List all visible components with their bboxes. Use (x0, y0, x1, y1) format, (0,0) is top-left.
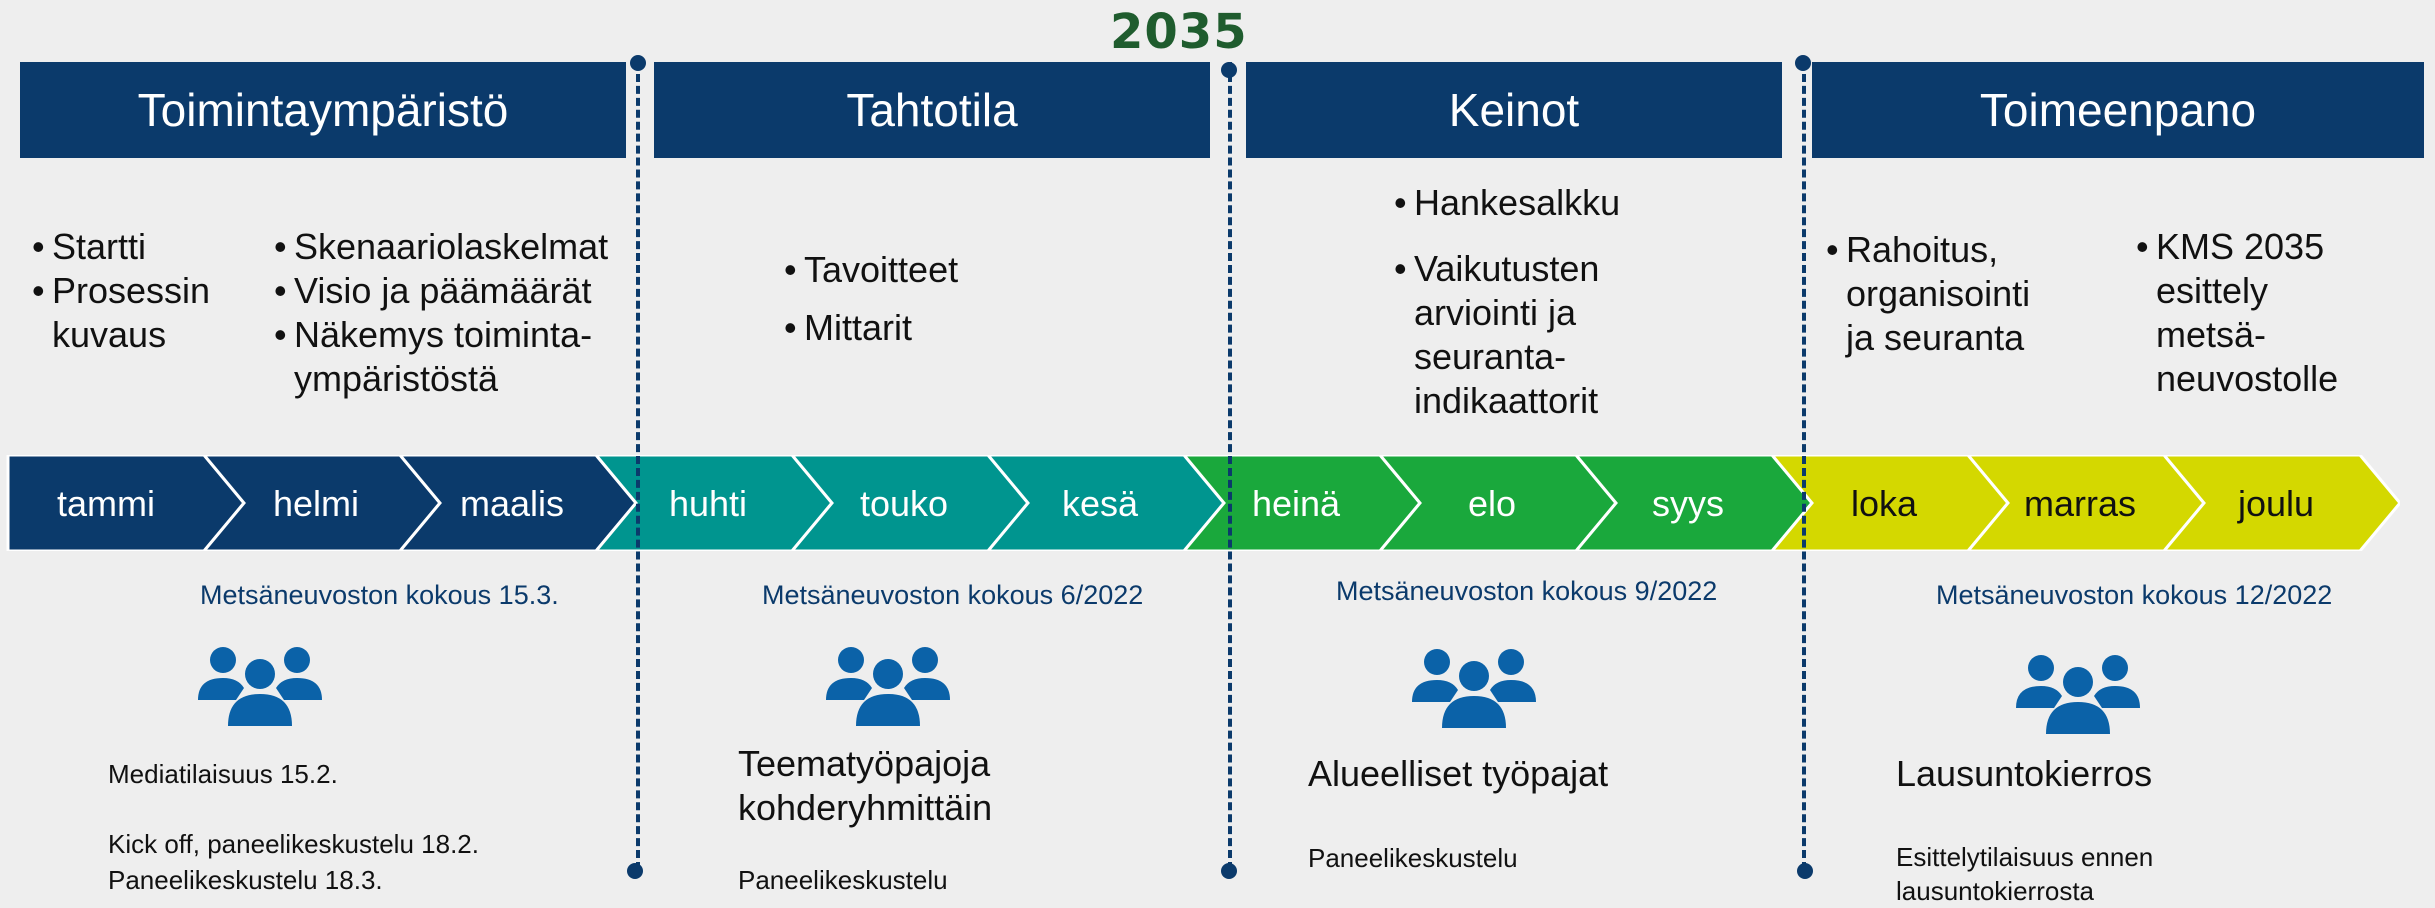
month-label-huhti: huhti (669, 483, 747, 524)
month-label-maalis: maalis (460, 483, 564, 524)
bullet-item: Tavoitteet (784, 241, 1084, 299)
divider-dot (627, 863, 643, 879)
bullet-item: Startti (32, 225, 252, 269)
meeting-label-2: Metsäneuvoston kokous 6/2022 (762, 580, 1144, 610)
people-group-icon (1412, 649, 1536, 728)
month-label-elo: elo (1468, 483, 1516, 524)
phase-divider-2 (1228, 62, 1232, 870)
meeting-label-1: Metsäneuvoston kokous 15.3. (200, 580, 559, 610)
divider-dot (1221, 62, 1237, 78)
note-kick-off: Kick off, paneelikeskustelu 18.2. (108, 829, 479, 859)
month-label-marras: marras (2024, 483, 2136, 524)
month-label-touko: touko (860, 483, 948, 524)
phase-header-keinot: Keinot (1246, 62, 1782, 158)
phase-divider-1 (636, 62, 640, 870)
month-label-syys: syys (1652, 483, 1724, 524)
month-chevron-joulu (2162, 455, 2400, 551)
people-group-icon (198, 647, 322, 726)
phase-header-toimeenpano: Toimeenpano (1812, 62, 2424, 158)
bullet-item: Näkemys toiminta-ympäristöstä (274, 313, 634, 401)
note-esittelytilaisuus: Esittelytilaisuus ennen lausuntokierrost… (1896, 842, 2154, 906)
note-paneelikeskustelu-2: Paneelikeskustelu (738, 865, 948, 895)
note-paneelikeskustelu-3: Paneelikeskustelu (1308, 843, 1518, 873)
note-mediatilaisuus: Mediatilaisuus 15.2. (108, 759, 338, 789)
phase2-bullets: Tavoitteet Mittarit (784, 241, 1084, 357)
phase-divider-3 (1802, 62, 1806, 870)
bullet-item: Prosessin kuvaus (32, 269, 252, 357)
month-label-kesä: kesä (1062, 483, 1139, 524)
month-chevron-maalis (398, 455, 638, 551)
divider-dot (1797, 863, 1813, 879)
logo-2035: 2035 (1110, 4, 1248, 60)
bullet-item: Rahoitus, organisointi ja seuranta (1826, 228, 2056, 360)
month-chevron-touko (790, 455, 1030, 551)
month-label-heinä: heinä (1252, 483, 1341, 524)
phase4-bullets-a: Rahoitus, organisointi ja seuranta (1826, 228, 2056, 360)
bullet-item: Vaikutusten arviointi ja seuranta-indika… (1394, 247, 1644, 423)
note-alueelliset-tyopajat: Alueelliset työpajat (1308, 753, 1609, 794)
phase-header-toimintaymparisto: Toimintaympäristö (20, 62, 626, 158)
month-label-helmi: helmi (273, 483, 359, 524)
meeting-label-4: Metsäneuvoston kokous 12/2022 (1936, 580, 2333, 610)
month-label-joulu: joulu (2237, 483, 2314, 524)
month-chevron-loka (1770, 455, 2010, 551)
phase4-bullets-b: KMS 2035 esittely metsä-neuvostolle (2136, 225, 2386, 401)
month-chevron-syys (1574, 455, 1814, 551)
month-timeline: tammi helmi maalis huhti touko kesä heinä elo sy… (6, 455, 2400, 551)
people-group-icon (2016, 655, 2140, 734)
phase-header-tahtotila: Tahtotila (654, 62, 1210, 158)
divider-dot (1221, 863, 1237, 879)
bullet-item: KMS 2035 esittely metsä-neuvostolle (2136, 225, 2386, 401)
note-paneelikeskustelu-1: Paneelikeskustelu 18.3. (108, 865, 383, 895)
note-lausuntokierros: Lausuntokierros (1896, 753, 2153, 794)
month-chevron-helmi (202, 455, 442, 551)
phase1-bullets-a: Startti Prosessin kuvaus (32, 225, 252, 357)
month-label-tammi: tammi (57, 483, 155, 524)
month-chevron-kesä (986, 455, 1226, 551)
people-group-icon (826, 647, 950, 726)
bullet-item: Visio ja päämäärät (274, 269, 634, 313)
meeting-label-3: Metsäneuvoston kokous 9/2022 (1336, 576, 1718, 606)
bullet-item: Mittarit (784, 299, 1084, 357)
bullet-item: Hankesalkku (1394, 181, 1644, 225)
divider-dot (1795, 55, 1811, 71)
month-chevron-heinä (1182, 455, 1422, 551)
phase3-bullets: Hankesalkku Vaikutusten arviointi ja seu… (1394, 181, 1644, 423)
month-chevron-marras (1966, 455, 2206, 551)
note-teematyopajoja: Teematyöpajoja kohderyhmittäin (738, 743, 993, 828)
bullet-item: Skenaariolaskelmat (274, 225, 634, 269)
phase1-bullets-b: Skenaariolaskelmat Visio ja päämäärät Nä… (274, 225, 634, 401)
divider-dot (630, 55, 646, 71)
month-label-loka: loka (1851, 483, 1918, 524)
month-chevron-elo (1378, 455, 1618, 551)
